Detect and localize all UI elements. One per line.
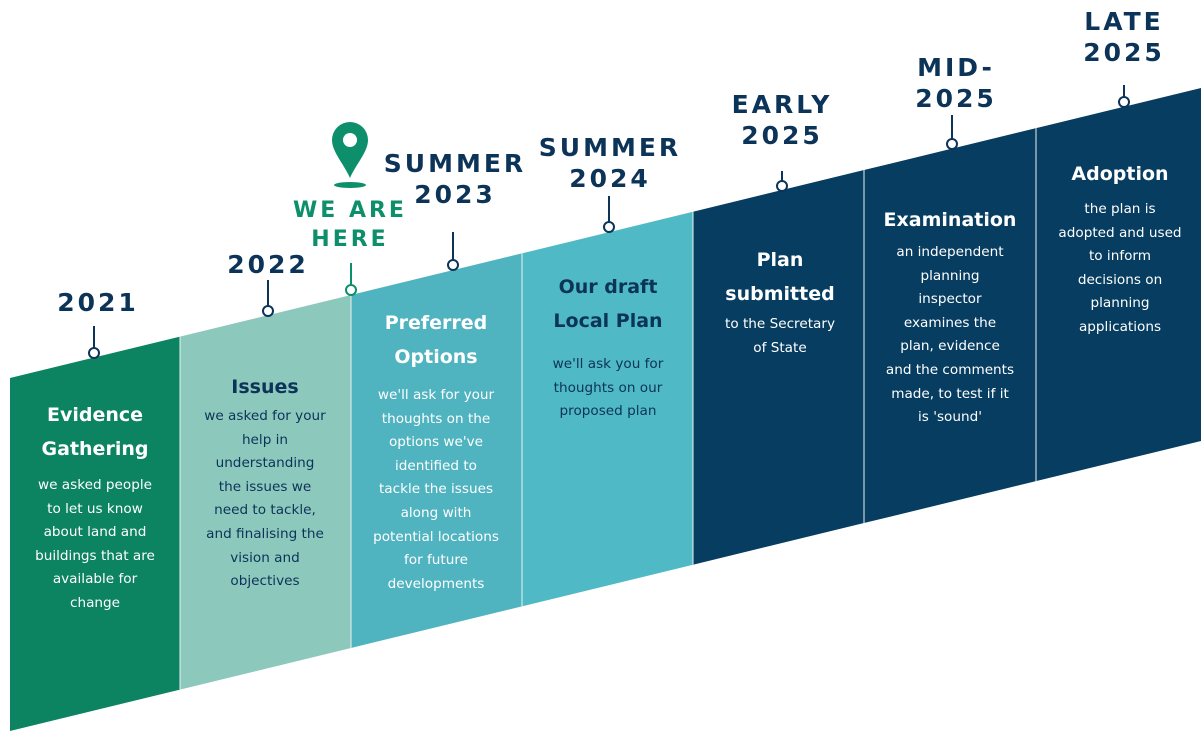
timeline-node (776, 180, 788, 192)
timeline-node (946, 138, 958, 150)
stage-date: LATE 2025 (1083, 7, 1165, 67)
stage-segment (180, 294, 351, 690)
stage-title: Issues (231, 376, 299, 398)
stage-date: MID- 2025 (915, 53, 997, 113)
stage-date: SUMMER 2024 (538, 133, 682, 193)
map-pin-icon (332, 122, 368, 188)
stage-description: an independent planning inspector examin… (885, 244, 1015, 426)
stage-segment (522, 211, 693, 607)
stage-description: we asked people to let us know about lan… (35, 477, 155, 611)
stage-segment (351, 253, 522, 648)
timeline-node (88, 347, 100, 359)
stage-title: Adoption (1071, 163, 1169, 185)
stage-title: Evidence Gathering (41, 404, 149, 460)
stage-title: Our draft Local Plan (553, 276, 663, 332)
timeline-node (447, 259, 459, 271)
we-are-here-label: WE ARE HERE (293, 198, 407, 252)
stage-segment (693, 170, 864, 565)
timeline-node (345, 284, 357, 296)
stage-title: Examination (883, 209, 1017, 231)
stage-title: Preferred Options (384, 312, 488, 368)
timeline-node (262, 305, 274, 317)
stage-description: to the Secretary of State (724, 316, 835, 356)
timeline-node (603, 221, 615, 233)
stage-date: SUMMER 2023 (383, 149, 527, 209)
stage-description: we'll ask for your thoughts on the optio… (373, 387, 499, 592)
stage-description: the plan is adopted and used to inform d… (1058, 201, 1182, 335)
stage-description: we asked for your help in understanding … (204, 408, 326, 590)
stage-title: Plan submitted (725, 249, 835, 305)
stage-segment (10, 336, 180, 731)
stage-description: we'll ask you for thoughts on our propos… (552, 356, 664, 420)
timeline-node (1118, 96, 1130, 108)
stage-segment (864, 128, 1036, 524)
stage-segment (1036, 88, 1201, 482)
stage-date: 2022 (227, 250, 309, 279)
stage-date: 2021 (57, 288, 139, 317)
stage-date: EARLY 2025 (731, 90, 833, 150)
